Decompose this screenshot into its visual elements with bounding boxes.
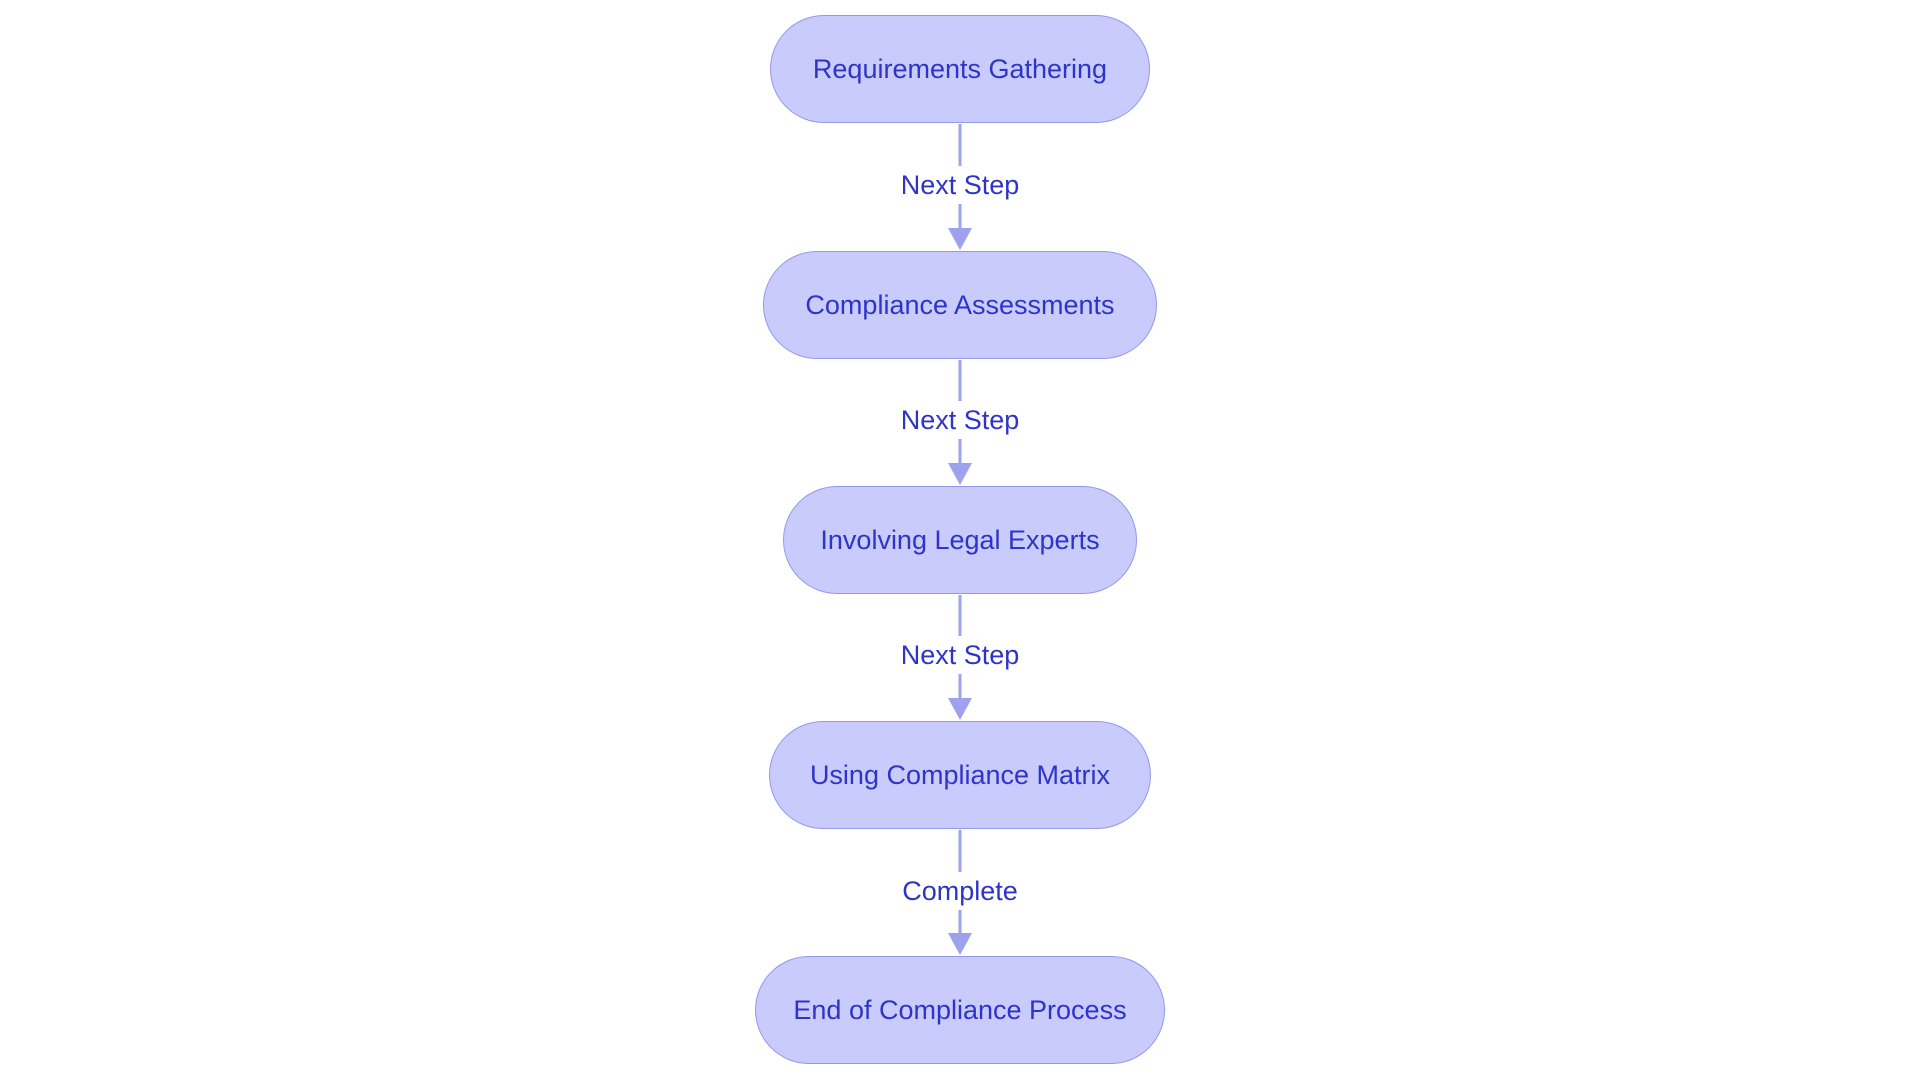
edge-arrowhead-3 [948,698,972,720]
flow-node-using-compliance-matrix: Using Compliance Matrix [769,721,1151,829]
flow-node-compliance-assessments: Compliance Assessments [763,251,1157,359]
edge-label-1: Next Step [890,166,1030,204]
flow-node-requirements-gathering: Requirements Gathering [770,15,1150,123]
edge-arrowhead-1 [948,228,972,250]
edge-arrowhead-2 [948,463,972,485]
edge-label-3: Next Step [890,636,1030,674]
flow-node-involving-legal-experts: Involving Legal Experts [783,486,1137,594]
edge-label-4: Complete [890,872,1030,910]
edge-arrowhead-4 [948,933,972,955]
edge-label-2: Next Step [890,401,1030,439]
flow-node-end-of-compliance-process: End of Compliance Process [755,956,1165,1064]
